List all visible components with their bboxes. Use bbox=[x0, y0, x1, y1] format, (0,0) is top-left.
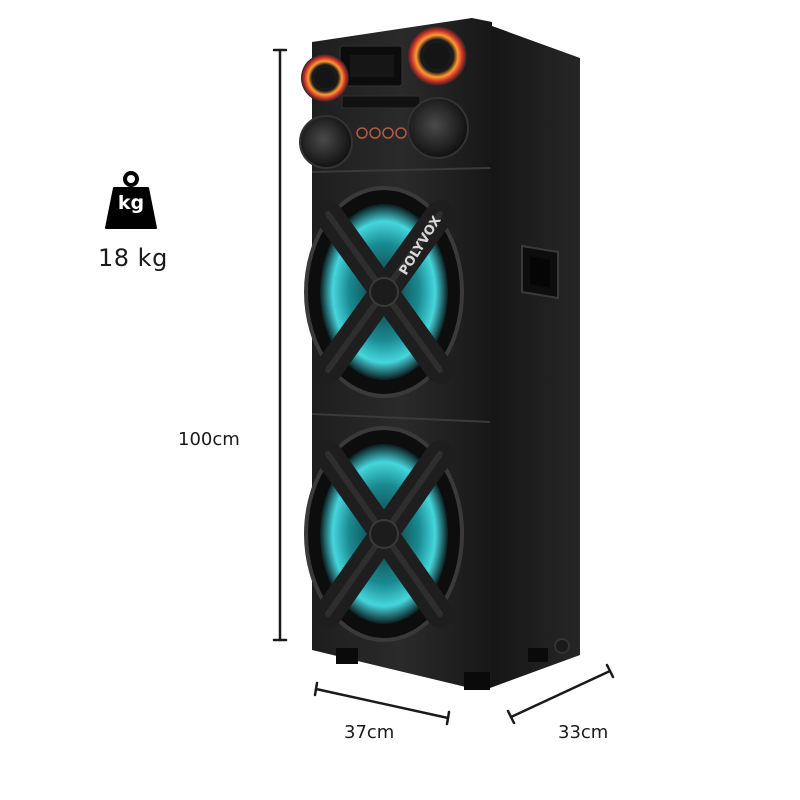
weight-icon-label: kg bbox=[117, 192, 145, 214]
height-dimension-line bbox=[272, 48, 288, 642]
lower-woofer bbox=[304, 426, 464, 642]
weight-value: 18 kg bbox=[98, 244, 168, 272]
upper-woofer: POLYVOX bbox=[304, 186, 464, 398]
height-label: 100cm bbox=[178, 429, 240, 450]
width-label: 37cm bbox=[344, 722, 395, 743]
depth-label: 33cm bbox=[558, 722, 609, 743]
weight-icon: kg bbox=[104, 170, 158, 230]
width-dimension-line bbox=[313, 681, 451, 726]
speaker-cabinet: POLYVOX bbox=[299, 18, 580, 690]
depth-dimension-line bbox=[506, 663, 615, 725]
